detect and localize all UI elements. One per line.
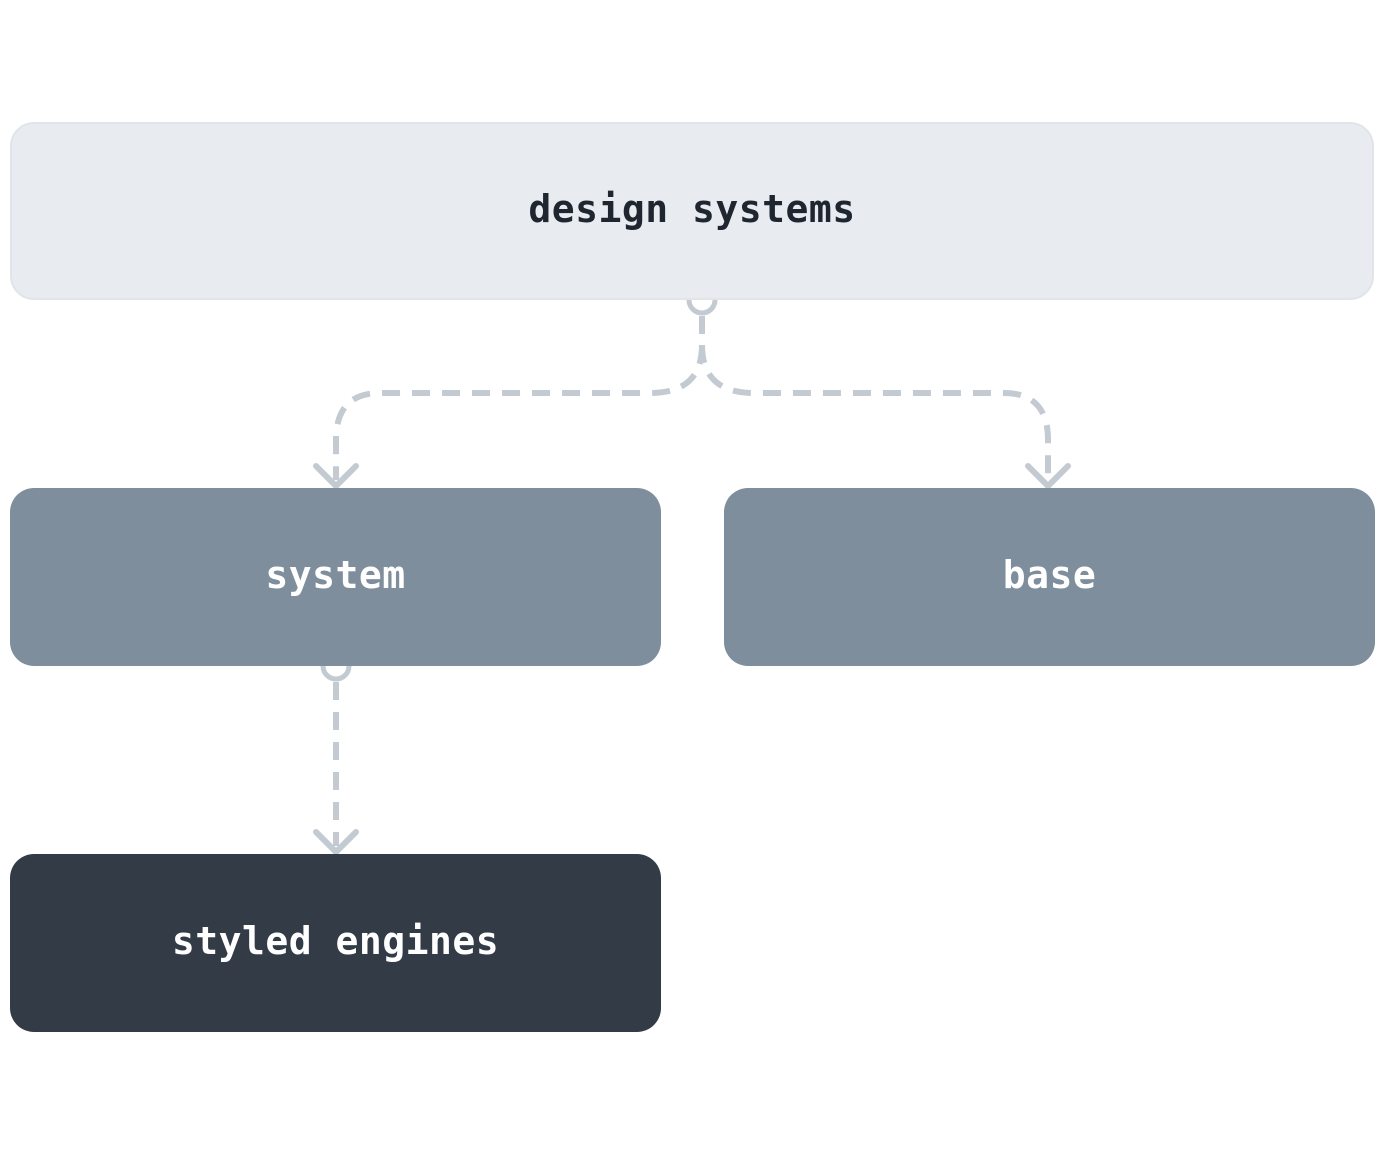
edge-root-to-system — [333, 316, 705, 480]
arrow-head-icon — [1025, 463, 1071, 489]
arrow-head-icon — [313, 463, 359, 489]
node-label: base — [1002, 553, 1097, 597]
edge-root-to-base — [699, 344, 1051, 480]
node-label: system — [265, 553, 406, 597]
node-design-systems[interactable]: design systems — [10, 122, 1374, 300]
arrow-head-icon — [313, 829, 359, 855]
node-styled-engines[interactable]: styled engines — [10, 854, 661, 1032]
node-label: styled engines — [171, 919, 500, 963]
node-system[interactable]: system — [10, 488, 661, 666]
node-label: design systems — [528, 187, 856, 231]
node-base[interactable]: base — [724, 488, 1375, 666]
